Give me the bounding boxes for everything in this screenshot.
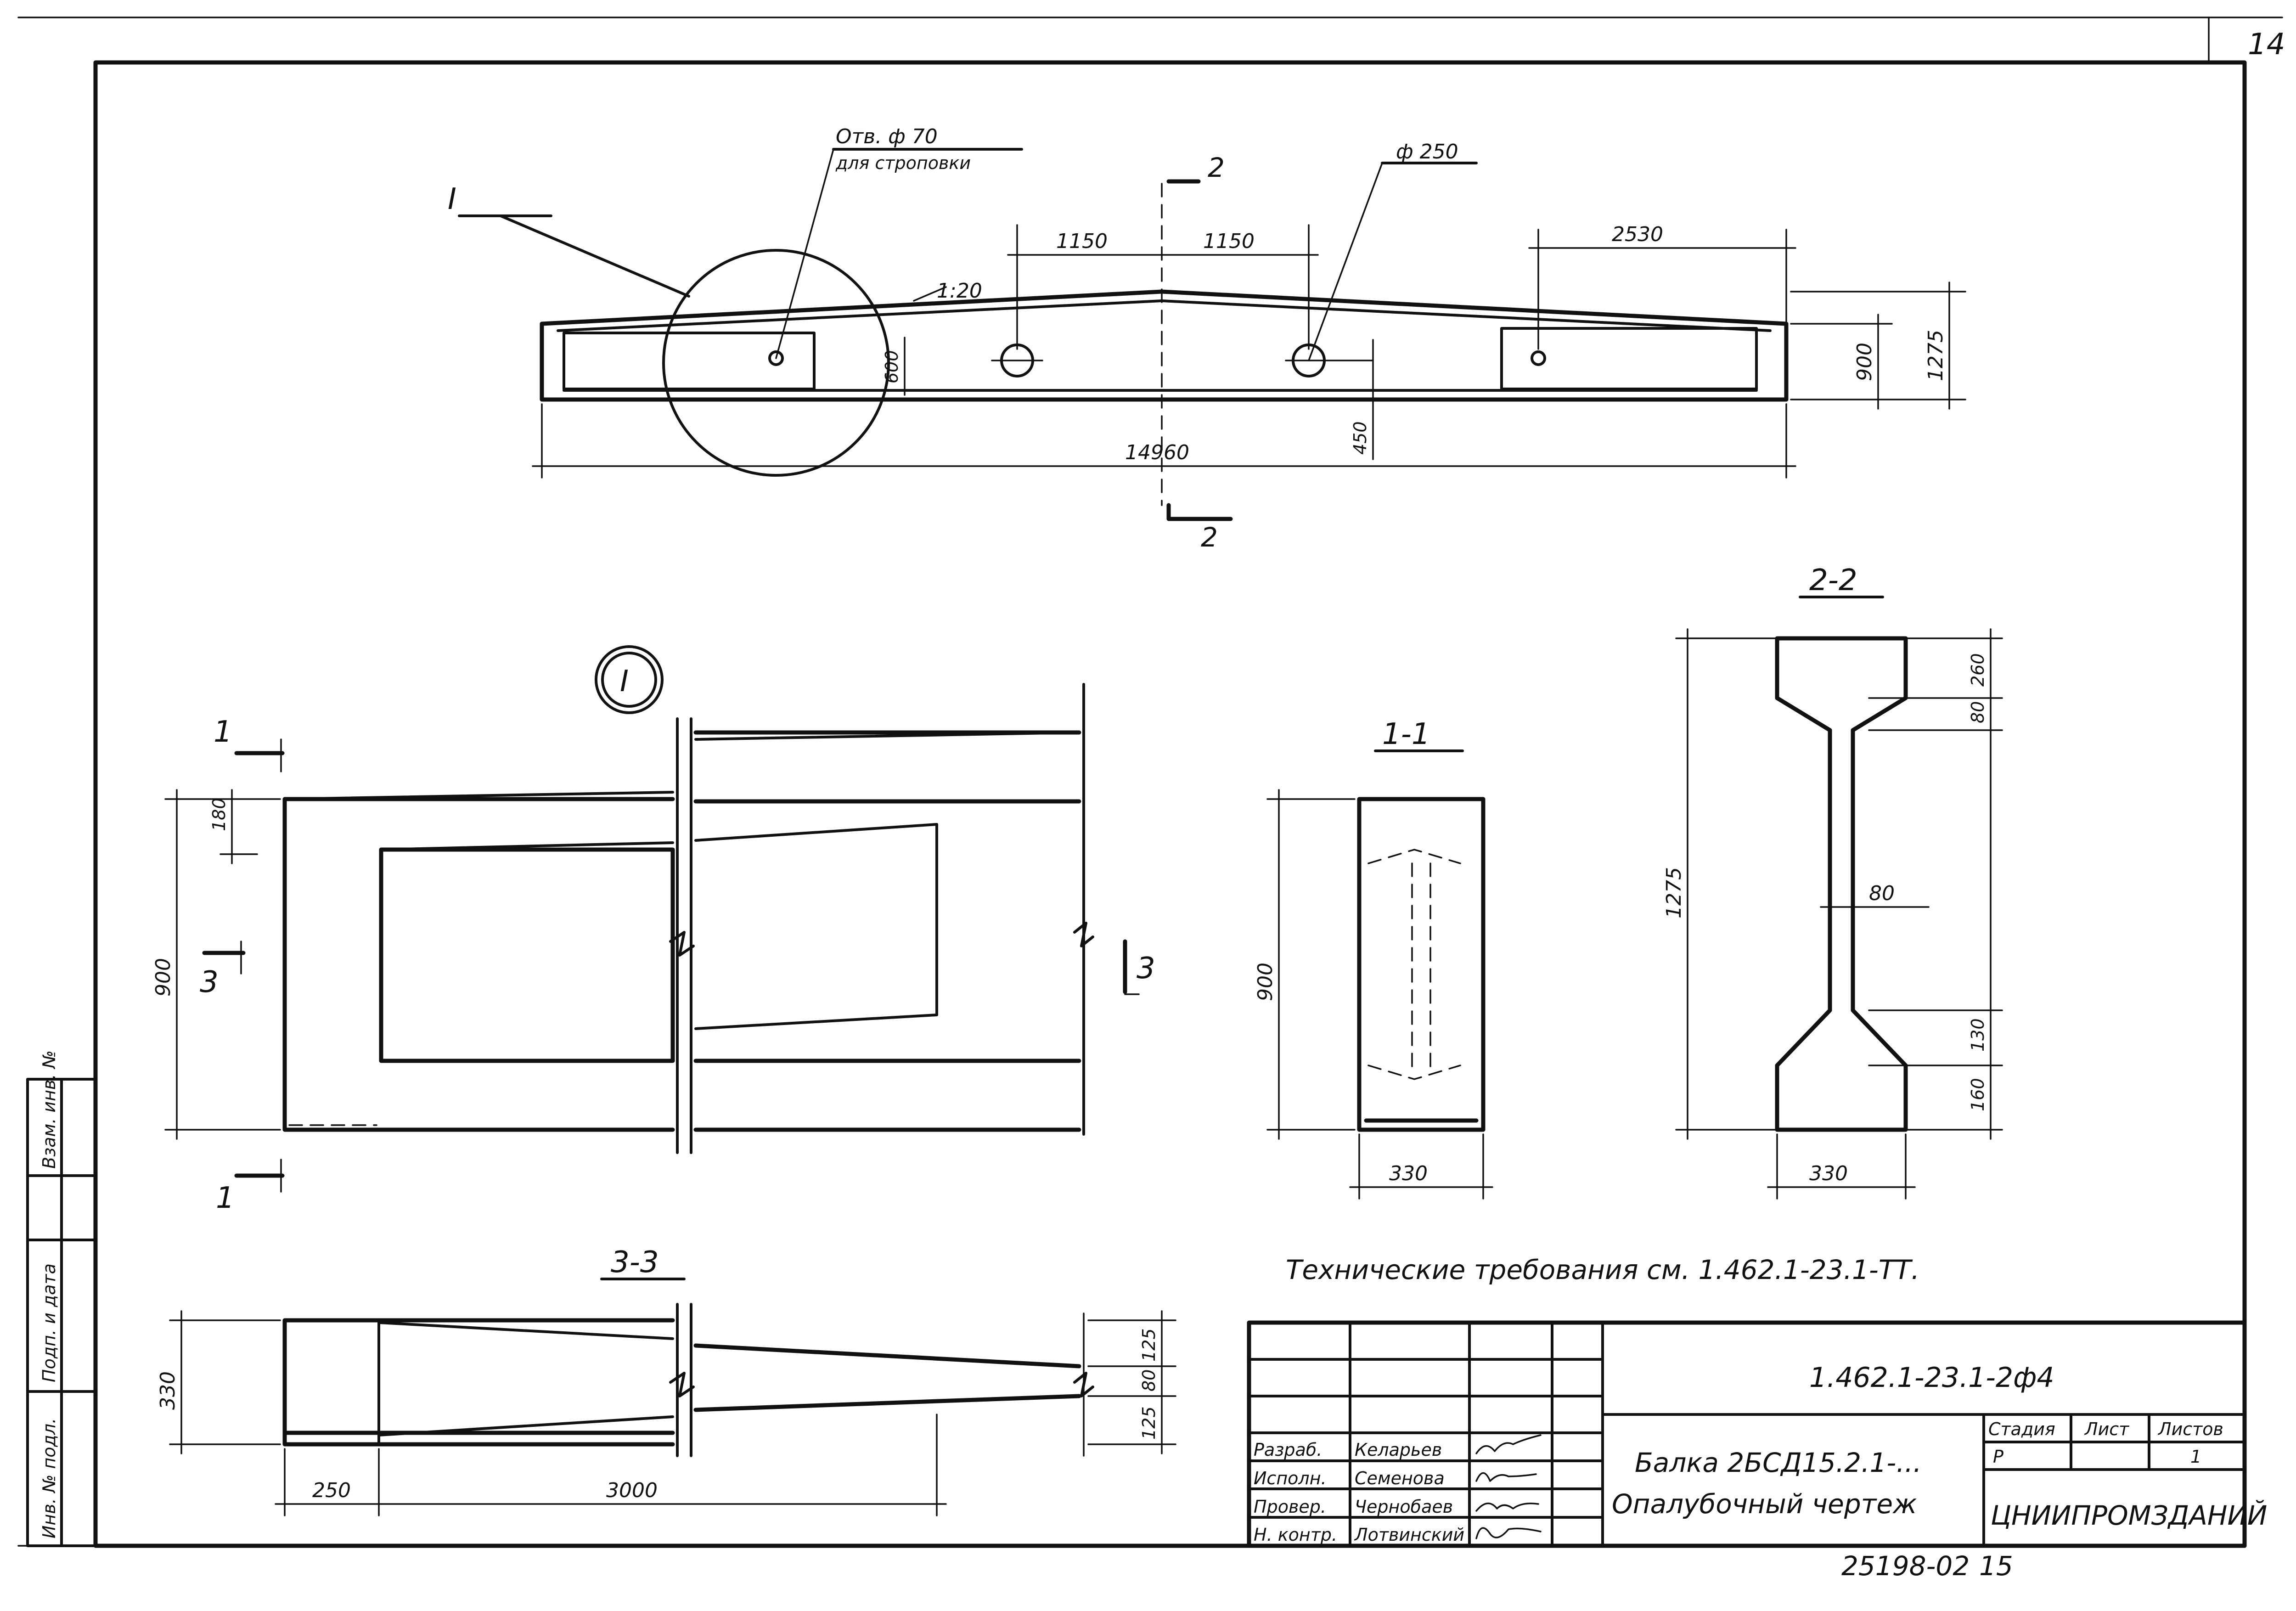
lifting-hole-left [768, 350, 784, 366]
title-line2: Опалубочный чертеж [1612, 1488, 1917, 1520]
section-3-3-dim-80: 80 [1139, 1369, 1159, 1391]
beam-inner-top [557, 299, 1772, 332]
name-norm-control: Лотвинский [1354, 1525, 1464, 1545]
stamp-inv-original: Инв. № подл. [39, 1418, 59, 1538]
dim-1150-left: 1150 [1056, 230, 1108, 253]
section-2-2-dim-130: 130 [1968, 1018, 1988, 1052]
section-mark-bottom-label: 2 [1201, 522, 1218, 553]
section-2-2-dim-330: 330 [1809, 1162, 1848, 1185]
dim-450: 450 [1350, 421, 1370, 455]
hole-note-line1: Отв. ф 70 [836, 125, 938, 148]
hole-large-note: ф 250 [1396, 140, 1458, 163]
section-2-2-dim-web: 80 [1869, 882, 1895, 905]
section-3-3: 3-3 330 125 80 125 250 3000 [156, 1245, 1176, 1516]
section-3-3-title: 3-3 [611, 1245, 659, 1279]
title-line1: Балка 2БСД15.2.1-... [1635, 1447, 1922, 1478]
section-3-3-dim-3000: 3000 [606, 1479, 658, 1502]
role-checker: Провер. [1254, 1497, 1326, 1517]
name-executor: Семенова [1355, 1468, 1445, 1488]
cut-1-bottom: 1 [216, 1181, 235, 1215]
dim-600: 600 [882, 350, 902, 383]
section-2-2-dim-160: 160 [1968, 1078, 1988, 1111]
dim-1150-right: 1150 [1203, 230, 1255, 253]
stage-header: Стадия [1988, 1419, 2055, 1439]
document-code: 1.462.1-23.1-2ф4 [1809, 1362, 2054, 1394]
signature-norm-control [1475, 1527, 1542, 1539]
role-developer: Разраб. [1254, 1440, 1322, 1460]
organization-name: ЦНИИПРОМЗДАНИЙ [1991, 1499, 2267, 1531]
section-1-1: 1-1 900 330 [1254, 717, 1493, 1200]
dim-14960: 14960 [1125, 441, 1189, 464]
section-3-3-dim-330: 330 [156, 1371, 180, 1410]
sheet-frame: 14 [17, 17, 2285, 1548]
hole-note-line2: для строповки [835, 153, 971, 173]
section-1-1-dim-330: 330 [1389, 1162, 1428, 1185]
signature-developer [1475, 1434, 1542, 1454]
cut-3-right: 3 [1137, 952, 1155, 986]
detail-callout-circle [662, 249, 890, 477]
name-developer: Келарьев [1355, 1440, 1442, 1460]
stamp-replaced-inv: Взам. инв. № [39, 1050, 59, 1169]
section-3-3-dim-125-top: 125 [1139, 1328, 1159, 1362]
detail-view-I: I 1 1 3 3 [152, 645, 1155, 1215]
cut-1-top: 1 [214, 715, 232, 749]
beam-outline [540, 289, 1789, 402]
signature-executor [1475, 1472, 1537, 1482]
detail-dim-180: 180 [209, 798, 229, 831]
archive-number: 25198-02 [1841, 1550, 1970, 1582]
signature-checker [1475, 1503, 1539, 1512]
section-2-2-dim-1275: 1275 [1662, 867, 1686, 918]
name-checker: Чернобаев [1355, 1497, 1453, 1517]
dim-2530: 2530 [1612, 223, 1663, 246]
detail-view-id: I [620, 665, 629, 698]
section-2-2-title: 2-2 [1809, 563, 1857, 597]
detail-recess [379, 847, 675, 1063]
dim-1275-main: 1275 [1924, 330, 1947, 381]
section-1-1-dim-900: 900 [1254, 963, 1277, 1001]
dim-900-main: 900 [1853, 343, 1876, 381]
sheets-header: Листов [2157, 1419, 2223, 1439]
lifting-hole-right [1531, 350, 1546, 366]
sheets-value: 1 [2190, 1447, 2201, 1467]
role-executor: Исполн. [1254, 1468, 1327, 1488]
title-block: 1.462.1-23.1-2ф4 Стадия Лист Листов Р 1 … [1247, 1320, 2267, 1548]
stage-value: Р [1993, 1447, 2003, 1467]
section-mark-top-label: 2 [1208, 152, 1225, 183]
stamp-sign-date: Подп. и дата [39, 1263, 59, 1382]
section-mark-bottom [1166, 503, 1233, 521]
technical-requirements-note: Технические требования см. 1.462.1-23.1-… [1286, 1254, 1919, 1285]
sheet-header: Лист [2084, 1419, 2130, 1439]
section-3-3-dim-125-bot: 125 [1139, 1406, 1159, 1440]
cut-3-left: 3 [200, 965, 219, 999]
section-3-3-dim-250: 250 [312, 1479, 351, 1502]
section-2-2-dim-260: 260 [1968, 653, 1988, 687]
role-norm-control: Н. контр. [1254, 1525, 1337, 1545]
detail-dim-900: 900 [152, 958, 175, 997]
section-2-2-dim-80: 80 [1968, 701, 1988, 723]
footer-page: 15 [1979, 1550, 2013, 1582]
section-2-2: 2-2 1275 260 80 130 160 80 330 [1662, 563, 2003, 1200]
main-beam-view: 2 2 I Отв. ф 70 для строповки ф 250 1:20… [448, 125, 1966, 553]
beam-end-panel-left [563, 332, 816, 390]
page-number: 14 [2248, 28, 2285, 62]
section-1-1-title: 1-1 [1382, 717, 1430, 751]
detail-callout-id: I [448, 182, 456, 216]
beam-end-panel-right [1500, 327, 1758, 390]
side-stamp: Взам. инв. № Подп. и дата Инв. № подл. [26, 1050, 97, 1547]
slope-label: 1:20 [937, 279, 982, 303]
